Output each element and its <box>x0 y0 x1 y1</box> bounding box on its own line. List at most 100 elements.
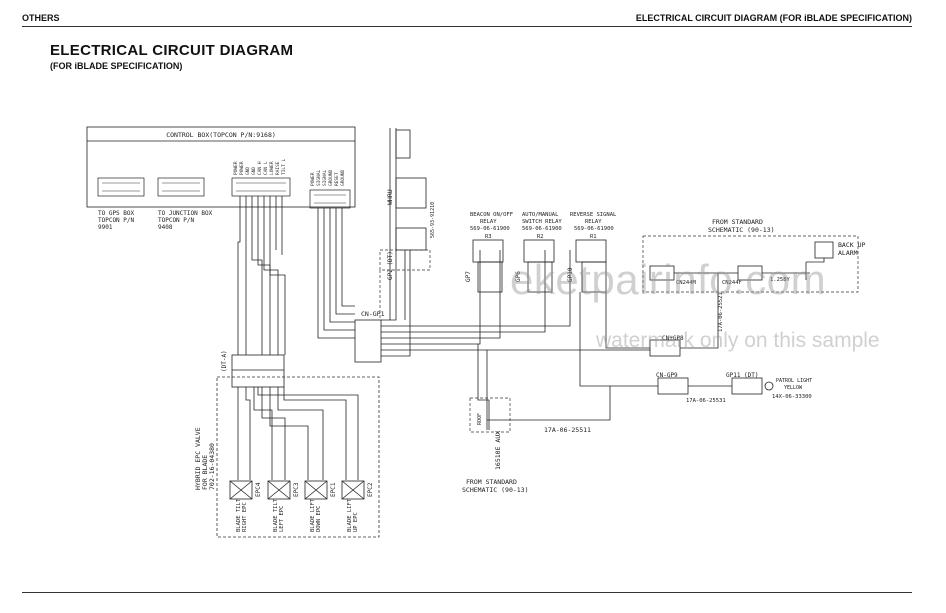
hybrid-label-2: FOR BLADE <box>201 455 209 490</box>
svg-text:GROUND: GROUND <box>328 169 334 186</box>
lower-dashed-frame <box>469 397 511 433</box>
control-box-label: CONTROL BOX(TOPCON P/N:9168) <box>166 131 276 139</box>
relay-3-title-2: RELAY <box>585 219 602 225</box>
page-header: OTHERS ELECTRICAL CIRCUIT DIAGRAM (FOR i… <box>0 0 946 30</box>
watermark-site: eketpairinfo.com <box>510 256 827 303</box>
page-title: ELECTRICAL CIRCUIT DIAGRAM <box>50 42 294 59</box>
valve-label-up-1: BLADE LIFT <box>347 498 353 532</box>
header-title: ELECTRICAL CIRCUIT DIAGRAM (FOR iBLADE S… <box>635 13 912 23</box>
svg-text:POWER: POWER <box>239 161 245 175</box>
from-standard-upper-2: SCHEMATIC (90-13) <box>708 226 775 234</box>
valve-wires <box>237 387 359 480</box>
cn-gp8-label: CN+GP8 <box>662 335 684 342</box>
gp7-label: GP7 <box>465 271 472 282</box>
valve-label-left-2: LEFT EPC <box>279 506 285 533</box>
harness-main-label: 17A-06-25511 <box>544 426 591 434</box>
valve-label-left-1: BLADE TILT <box>273 498 279 532</box>
valve-tag-epc3: EPC3 <box>293 482 300 497</box>
whru-label: WHRU <box>386 189 394 205</box>
footer-divider <box>22 592 912 593</box>
cn-gp1-connector <box>354 319 382 363</box>
gp8-gp9-connectors <box>579 273 763 395</box>
patrol-light-symbol <box>764 381 774 391</box>
relay-2-title-1: AUTO/MANUAL <box>522 212 559 218</box>
relay-2-code: R2 <box>537 234 544 240</box>
svg-text:RAISE: RAISE <box>275 161 281 175</box>
from-standard-upper-1: FROM STANDARD <box>712 218 763 226</box>
cn244-connectors <box>649 265 810 281</box>
svg-text:GND: GND <box>251 167 257 175</box>
back-up-alarm-1: BACK UP <box>838 241 865 249</box>
relay-1-title-3: 569-06-61900 <box>470 226 510 232</box>
relay-1-title-2: RELAY <box>480 219 497 225</box>
gp10-label: GP10 <box>567 267 574 282</box>
relay-3-code: R1 <box>590 234 597 240</box>
svg-text:RESET: RESET <box>334 172 340 186</box>
page-subtitle: (FOR iBLADE SPECIFICATION) <box>50 61 183 71</box>
to-junction-box-1: TO JUNCTION BOX <box>158 210 213 217</box>
standard-schematic-frame <box>642 235 859 293</box>
relay-3-title-1: REVERSE SIGNAL <box>570 212 617 218</box>
svg-text:SIGNAL: SIGNAL <box>316 169 322 186</box>
gp6-label: GP6 <box>515 271 522 282</box>
valves <box>229 480 365 500</box>
svg-text:POWER: POWER <box>233 161 239 175</box>
svg-text:POWER: POWER <box>310 172 316 186</box>
watermark-note: watermark only on this sample <box>596 329 880 352</box>
svg-text:GROUND: GROUND <box>340 169 346 186</box>
patrol-light-3: 14X-06-33300 <box>772 394 812 400</box>
roof-label: ROOF <box>477 413 483 425</box>
alarm-symbol <box>805 241 834 280</box>
valve-tag-epc2: EPC2 <box>367 482 374 497</box>
header-divider <box>22 26 912 27</box>
harness-short-label: 17A-06-25531 <box>686 398 726 404</box>
aux-wires <box>477 344 611 430</box>
relay-3-title-3: 569-06-61900 <box>574 226 614 232</box>
from-standard-lower-2: SCHEMATIC (90-13) <box>462 486 529 494</box>
relay-1-title-1: BEACON ON/OFF <box>470 212 513 218</box>
hybrid-label-3: 702-16-04380 <box>208 443 216 490</box>
bus-wires <box>381 128 650 357</box>
gp2-label: GP2 (DT) <box>387 251 394 280</box>
relay-2-title-2: SWITCH RELAY <box>522 219 562 225</box>
pin-labels: POWER POWER GND GND CAN H CAN L LOWER RA… <box>233 158 346 186</box>
patrol-light-1: PATROL LIGHT <box>776 378 812 384</box>
svg-text:GND: GND <box>245 167 251 175</box>
back-up-alarm-2: ALARM <box>838 249 858 257</box>
valve-label-right-2: RIGHT EPC <box>242 502 248 532</box>
hybrid-label-1: HYBRID EPC VALVE <box>194 427 202 490</box>
svg-text:CAN H: CAN H <box>257 161 263 175</box>
dt-a-label: (DT-A) <box>221 350 228 372</box>
relays <box>472 239 607 293</box>
valve-label-up-2: UP EPC <box>353 512 359 532</box>
valve-label-down-1: BLADE LIFT <box>310 498 316 532</box>
valve-label-right-1: BLADE TILT <box>236 498 242 532</box>
to-gps-box-1: TO GPS BOX <box>98 210 135 217</box>
valve-label-down-2: DOWN EPC <box>316 506 322 533</box>
relay-1-code: R3 <box>485 234 492 240</box>
switch-part-label: 565-93-91210 <box>430 202 436 238</box>
relay-2-title-3: 569-06-61900 <box>522 226 562 232</box>
to-gps-box-3: 9901 <box>98 224 113 231</box>
to-junction-box-2: TOPCON P/N <box>158 217 195 224</box>
connector-pins <box>102 182 346 204</box>
wire-label: 1.25BY <box>770 277 791 283</box>
from-standard-lower-1: FROM STANDARD <box>466 478 517 486</box>
patrol-light-2: YELLOW <box>784 385 803 391</box>
relay-frame <box>379 249 431 271</box>
control-box <box>86 126 356 208</box>
cn244f-label: CN244F <box>722 280 742 286</box>
to-junction-box-3: 9408 <box>158 224 173 231</box>
control-box-connectors <box>97 177 351 209</box>
valve-tag-epc1: EPC1 <box>330 482 337 497</box>
svg-text:SIGNAL: SIGNAL <box>322 169 328 186</box>
to-gps-box-2: TOPCON P/N <box>98 217 135 224</box>
control-box-wires <box>237 196 355 355</box>
cn-gp9-label: CN-GP9 <box>656 372 678 379</box>
hybrid-epc-box <box>216 376 380 538</box>
cn-gp1-label: CN-GP1 <box>361 310 385 318</box>
svg-text:CAN L: CAN L <box>263 161 269 175</box>
aux-label: 16510E AUX <box>494 431 502 470</box>
gp11-label: GP11 (DT) <box>726 372 759 379</box>
